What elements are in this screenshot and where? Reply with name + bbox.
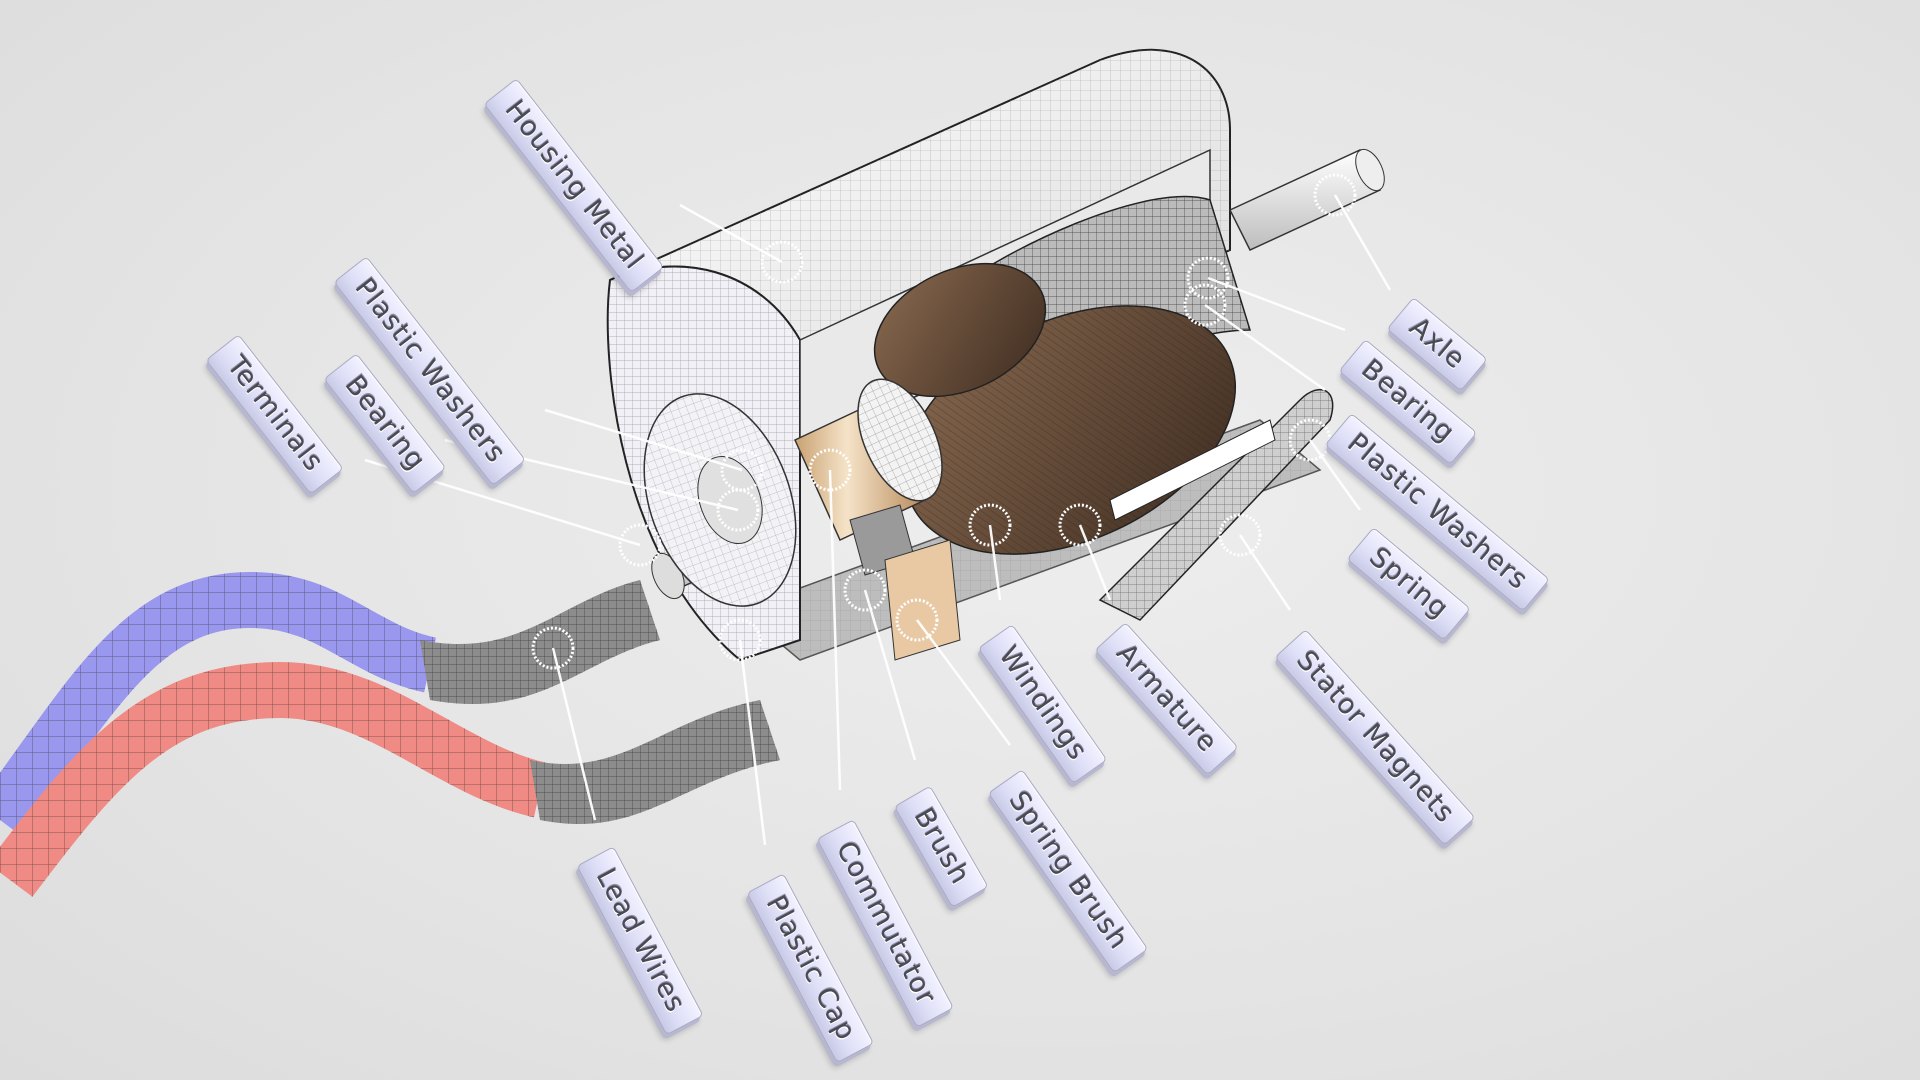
terminal-sleeve-lower bbox=[530, 700, 780, 825]
lead-wire-negative bbox=[0, 571, 437, 837]
brush-part bbox=[849, 504, 961, 661]
target-rings bbox=[531, 173, 1357, 670]
terminal-sleeve-upper bbox=[420, 580, 660, 705]
commutator-part bbox=[794, 378, 943, 542]
lead-wire-positive bbox=[0, 661, 547, 897]
stator-magnet-part bbox=[1098, 389, 1334, 621]
